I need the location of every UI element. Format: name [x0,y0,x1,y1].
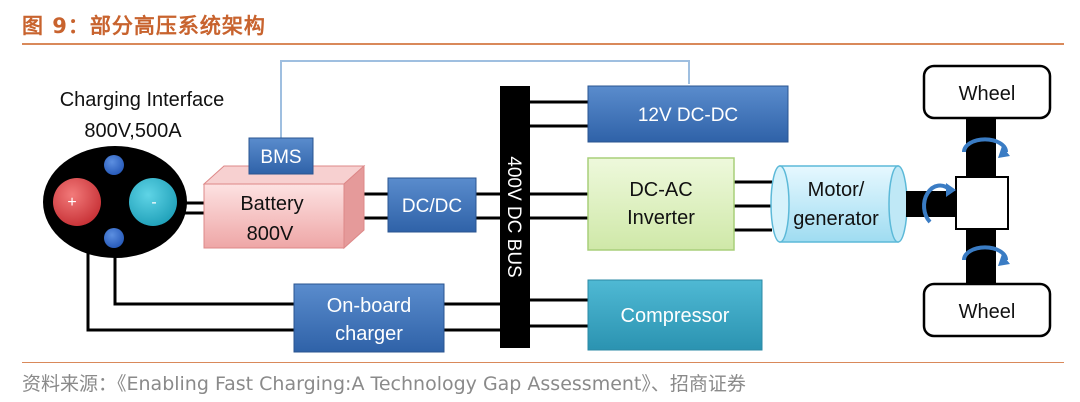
source-divider [22,362,1064,363]
wheel-bottom: Wheel [922,282,1052,338]
motor-line1: Motor/ [808,179,865,201]
inverter-block: DC-AC Inverter [587,157,735,251]
battery-block: Battery 800V [202,164,366,250]
bms-label: BMS [260,147,301,168]
dcdc-12v-label: 12V DC-DC [638,105,738,126]
rotation-arrow-icon [962,245,1008,261]
wheel-bottom-label: Wheel [959,301,1016,323]
compressor-block: Compressor [587,279,763,351]
dcdc-block: DC/DC [387,177,477,233]
charging-interface: Charging Interface 800V,500A + - [43,89,224,258]
wheel-top: Wheel [922,64,1052,120]
drivetrain [906,118,1010,288]
figure-title: 图 9：部分高压系统架构 [22,14,266,38]
charging-interface-label: Charging Interface [60,89,225,111]
charging-connector [43,146,187,258]
battery-voltage: 800V [247,223,294,245]
connector-signal-pin-top [104,155,124,175]
connector-signal-pin-bottom [104,228,124,248]
dc-bus: 400V DC BUS [500,86,530,348]
charger-line2: charger [335,323,403,345]
onboard-charger-block: On-board charger [293,283,445,353]
negative-symbol: - [151,194,156,211]
connector-positive-pin [53,178,101,226]
motor-line2: generator [793,208,879,230]
bms-signal-line [280,60,690,144]
dcdc-12v-block: 12V DC-DC [587,85,789,143]
charger-line1: On-board [327,295,412,317]
rotation-arrow-icon [962,137,1008,153]
compressor-label: Compressor [621,305,730,327]
source-note: 资料来源：《Enabling Fast Charging:A Technolog… [22,373,746,395]
hv-wires [360,100,772,332]
positive-symbol: + [67,194,76,211]
dcdc-label: DC/DC [402,196,462,217]
rotation-arrow-icon [922,183,952,224]
battery-label: Battery [240,193,303,215]
inverter-line2: Inverter [627,207,695,229]
title-divider [22,43,1064,45]
connector-negative-pin [129,178,177,226]
inverter-line1: DC-AC [629,179,692,201]
motor-generator-block: Motor/ generator [770,165,908,243]
wheel-top-label: Wheel [959,83,1016,105]
dc-bus-label: 400V DC BUS [503,156,524,277]
charging-interface-rating: 800V,500A [84,120,182,142]
bms-block: BMS [248,137,314,175]
